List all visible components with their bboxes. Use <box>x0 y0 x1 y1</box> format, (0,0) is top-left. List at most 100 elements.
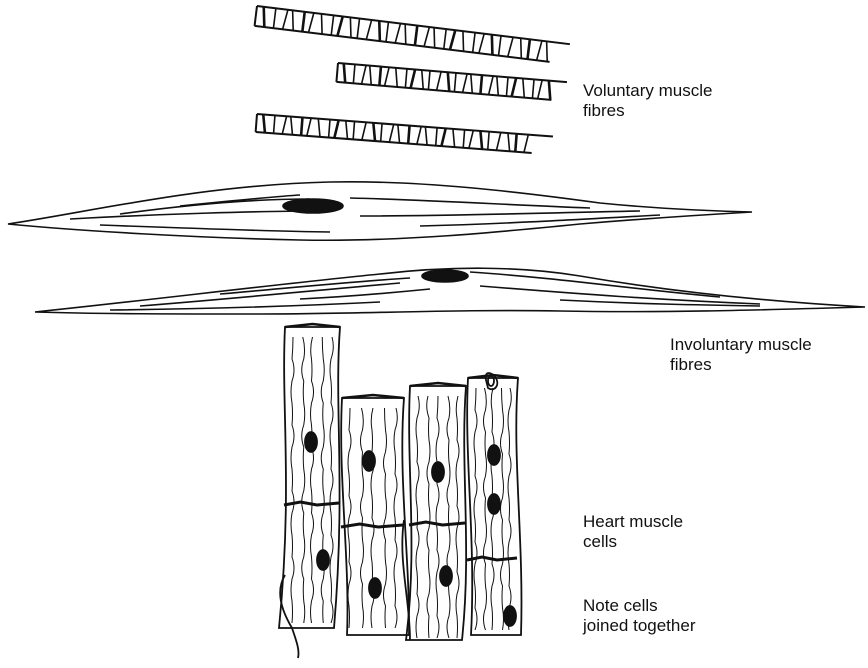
myofibril <box>384 408 387 628</box>
myofibril <box>348 408 351 628</box>
nucleus <box>363 451 375 471</box>
involuntary-muscle-fibres <box>8 182 865 314</box>
label-line: Note cells <box>583 596 695 616</box>
note-cells-label: Note cells joined together <box>583 596 695 636</box>
striation <box>428 71 430 90</box>
striation <box>264 7 265 27</box>
striation <box>282 116 286 134</box>
voluntary-fibre <box>336 63 567 100</box>
striation <box>322 14 323 34</box>
striation <box>488 132 489 150</box>
striation <box>307 118 311 136</box>
cell-outline <box>341 398 409 635</box>
striation <box>469 130 473 148</box>
striation <box>471 74 472 93</box>
myofibril <box>321 337 324 623</box>
label-line: Involuntary muscle <box>670 335 812 355</box>
striation <box>463 31 464 51</box>
striation <box>331 15 333 35</box>
striation <box>362 65 367 84</box>
striation <box>527 39 529 59</box>
striation <box>408 126 409 144</box>
striation <box>346 121 348 139</box>
striation <box>379 21 380 41</box>
myofibril <box>311 337 314 623</box>
heart-cell-column <box>406 383 466 640</box>
heart-cell-column <box>467 375 521 635</box>
striation <box>508 37 513 57</box>
striation <box>489 76 494 95</box>
striation <box>386 22 388 42</box>
striation <box>444 29 446 49</box>
striation <box>512 78 517 97</box>
label-line: joined together <box>583 616 695 636</box>
striation <box>344 64 345 83</box>
striation <box>453 129 455 147</box>
striation <box>353 64 355 83</box>
striation <box>450 30 455 50</box>
heart-cell-column <box>341 395 409 635</box>
heart-muscle-label: Heart muscle cells <box>583 512 683 552</box>
striation <box>362 122 366 140</box>
nucleus <box>504 606 516 626</box>
nucleus <box>432 462 444 482</box>
fibre-edge <box>336 63 338 82</box>
striation <box>424 27 429 47</box>
nucleus <box>369 578 381 598</box>
striation <box>415 26 417 46</box>
striation <box>301 117 302 135</box>
myofibril <box>291 337 294 623</box>
fibre-edge <box>336 82 551 100</box>
striation <box>508 133 510 151</box>
myofibril <box>447 396 450 638</box>
striation <box>480 75 482 94</box>
striation <box>273 8 275 28</box>
striation <box>398 125 400 143</box>
striation <box>417 126 421 144</box>
striation <box>496 132 500 150</box>
striation <box>473 33 475 53</box>
striation <box>441 128 445 146</box>
nucleus <box>422 270 468 282</box>
striation <box>497 76 498 95</box>
striation <box>405 24 406 44</box>
myofibril <box>361 408 364 628</box>
involuntary-muscle-label: Involuntary muscle fibres <box>670 335 812 375</box>
striation <box>434 28 435 48</box>
striation <box>329 120 330 138</box>
striation <box>293 11 294 31</box>
striation <box>370 66 371 85</box>
striation <box>463 74 468 93</box>
fibre-edge <box>256 114 257 132</box>
myofibril <box>474 388 477 630</box>
myofibril <box>416 396 419 638</box>
striation <box>385 67 390 86</box>
voluntary-fibre <box>255 6 570 62</box>
striation <box>480 131 482 149</box>
striation <box>524 135 528 153</box>
nucleus <box>283 199 343 213</box>
myofibril <box>436 396 439 638</box>
striation <box>549 81 550 100</box>
fibre-edge <box>255 6 257 26</box>
myofibril <box>508 388 511 630</box>
striation <box>499 36 501 56</box>
myofibril <box>330 337 333 623</box>
striation <box>291 117 293 135</box>
striation <box>537 41 542 61</box>
myofibril <box>394 408 397 628</box>
fibre-edge <box>256 132 532 153</box>
striation <box>506 77 508 96</box>
striation <box>302 12 304 32</box>
striation <box>395 23 400 43</box>
label-line: cells <box>583 532 683 552</box>
fibre-edge <box>338 63 567 82</box>
striation <box>381 124 382 142</box>
striation <box>396 68 397 87</box>
myofibril <box>456 396 459 638</box>
striation <box>308 13 313 33</box>
label-line: Heart muscle <box>583 512 683 532</box>
label-line: fibres <box>670 355 812 375</box>
label-line: Voluntary muscle <box>583 81 712 101</box>
